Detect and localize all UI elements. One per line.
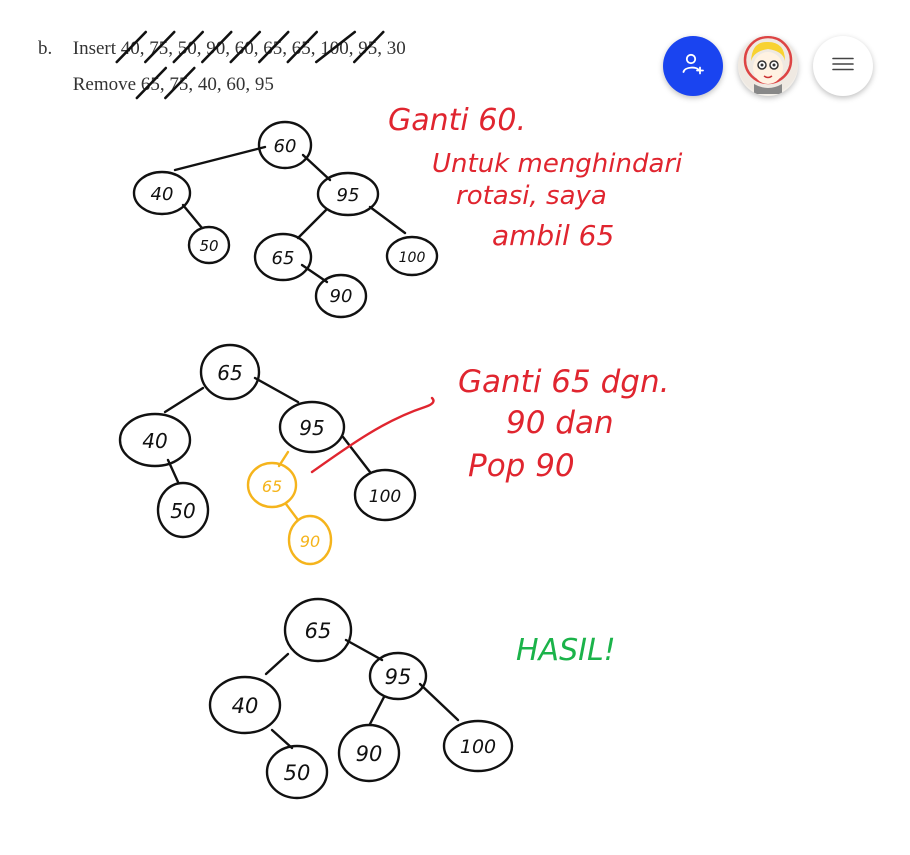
edge <box>344 638 384 662</box>
remove-line: Remove 65, 75, 40, 60, 95 <box>38 72 406 108</box>
node-label: 95 <box>385 665 412 689</box>
tree-step-3: 65 40 95 50 90 100 <box>208 597 514 800</box>
node-label: 40 <box>232 694 259 718</box>
strike-stroke <box>172 30 205 64</box>
edge <box>253 376 300 404</box>
node-circle <box>208 675 282 735</box>
node-label: 50 <box>170 499 195 523</box>
strike-stroke <box>257 30 290 64</box>
node-label: 95 <box>299 416 324 440</box>
node-circle <box>257 120 313 170</box>
strike-stroke <box>143 30 176 64</box>
remove-prefix: Remove <box>72 74 137 95</box>
strike-stroke <box>314 30 357 64</box>
node-circle <box>316 171 380 217</box>
node-circle <box>156 481 210 539</box>
edge <box>163 386 205 414</box>
edge <box>368 205 407 235</box>
list-value: 95 <box>254 74 274 95</box>
node-label: 65 <box>262 477 282 496</box>
list-value: 30 <box>386 38 406 59</box>
strike-stroke <box>164 66 196 100</box>
notes: Ganti 60. Untuk menghindari rotasi, saya… <box>388 103 683 668</box>
node-label: 100 <box>369 487 401 507</box>
note-line: Ganti 65 dgn. <box>458 364 669 400</box>
node-label: 95 <box>337 185 360 206</box>
edge <box>270 728 294 750</box>
node-label: 50 <box>284 761 311 785</box>
edge <box>284 502 300 522</box>
node-label: 65 <box>272 248 295 269</box>
note-line: Ganti 60. <box>388 103 526 138</box>
node-label: 100 <box>399 250 426 266</box>
edge <box>301 153 332 182</box>
strike-stroke <box>200 30 233 64</box>
add-person-button[interactable] <box>663 36 723 96</box>
note-line: Untuk menghindari <box>432 149 683 179</box>
node-label: 40 <box>151 184 174 205</box>
insert-prefix: Insert <box>72 38 117 59</box>
highlighted-nodes <box>246 450 333 566</box>
edge <box>264 652 290 676</box>
node-label: 40 <box>142 429 167 453</box>
edge <box>418 682 460 722</box>
node-circle <box>187 225 231 265</box>
red-arrow <box>310 396 435 474</box>
node-circle <box>253 232 313 282</box>
node-circle <box>442 719 514 773</box>
note-line: rotasi, saya <box>456 181 607 211</box>
strike-stroke <box>229 30 262 64</box>
note-2: Ganti 65 dgn. 90 dan Pop 90 <box>458 364 669 484</box>
strike-strokes <box>115 30 385 100</box>
tree-step-2: 65 40 95 50 65 100 90 <box>118 343 435 566</box>
node-label: 90 <box>330 286 353 307</box>
strike-stroke <box>286 30 319 64</box>
strike-stroke <box>135 66 168 100</box>
node-circle <box>199 343 261 401</box>
edge <box>300 263 329 284</box>
note-3: HASIL! <box>516 633 616 668</box>
edge <box>173 145 267 172</box>
node-circle <box>353 468 417 522</box>
strike-stroke <box>352 30 385 64</box>
node-label: 90 <box>356 742 383 766</box>
avatar-button[interactable] <box>738 36 798 96</box>
node-label: 50 <box>199 237 218 255</box>
node-label: 60 <box>274 136 297 157</box>
avatar-icon <box>738 36 798 96</box>
node-circle <box>278 400 346 454</box>
node-circle <box>265 744 329 800</box>
node-circle <box>314 273 368 319</box>
menu-icon <box>832 57 854 76</box>
node-circle <box>337 723 401 783</box>
edge <box>181 203 204 230</box>
node-circle <box>118 412 192 468</box>
edge <box>368 695 386 726</box>
node-label: 65 <box>305 619 332 643</box>
strike-stroke <box>115 30 148 64</box>
note-line: Pop 90 <box>468 448 575 484</box>
note-line: ambil 65 <box>492 219 614 252</box>
edge <box>296 208 328 240</box>
node-label: 90 <box>300 532 320 551</box>
node-label: 65 <box>217 361 242 385</box>
node-circle <box>385 235 439 277</box>
node-circle <box>287 514 333 566</box>
node-circle <box>246 461 298 509</box>
tree-step-1: 60 40 95 50 65 100 90 <box>132 120 439 319</box>
add-person-icon <box>680 51 706 82</box>
menu-button[interactable] <box>813 36 873 96</box>
list-value: 40 <box>197 74 217 95</box>
note-1: Ganti 60. Untuk menghindari rotasi, saya… <box>388 103 683 252</box>
note-line: 90 dan <box>506 405 614 441</box>
problem-label: b. <box>38 38 53 59</box>
node-label: 100 <box>460 736 496 758</box>
edge <box>341 435 372 474</box>
node-circle <box>132 170 192 216</box>
node-circle <box>283 597 353 663</box>
list-value: 60 <box>226 74 246 95</box>
node-circle <box>368 651 428 701</box>
